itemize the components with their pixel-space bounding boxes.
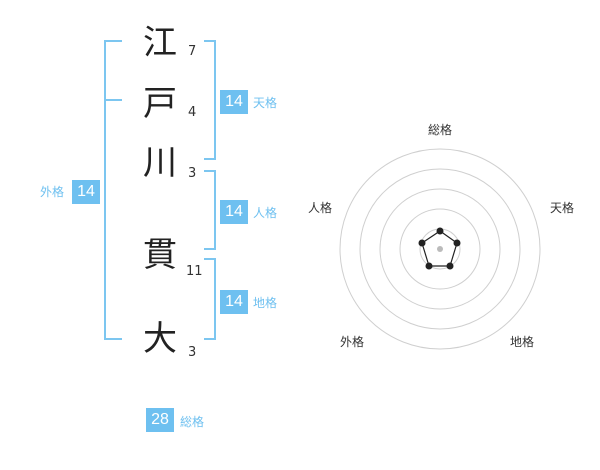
soukaku-value-box: 28 — [146, 408, 174, 432]
radar-ring-2 — [379, 188, 501, 310]
stroke-count-4: 11 — [186, 264, 203, 279]
soukaku-label: 総格 — [180, 415, 205, 429]
chikaku-value-box: 14 — [220, 290, 248, 314]
stroke-count-1: 7 — [188, 44, 197, 59]
radar-label-jinkaku: 人格 — [308, 201, 333, 215]
radar-center-dot — [437, 246, 443, 252]
radar-label-gaikaku: 外格 — [340, 335, 365, 349]
radar-label-chikaku: 地格 — [510, 335, 535, 349]
tenkaku-label: 天格 — [253, 96, 278, 110]
stroke-count-5: 3 — [188, 345, 197, 360]
name-char-5: 大 — [143, 319, 177, 359]
radar-point-soukaku — [436, 227, 444, 235]
radar-point-gaikaku — [425, 262, 433, 270]
radar-ring-4 — [339, 148, 541, 350]
chikaku-bracket — [204, 258, 216, 340]
gaikaku-bracket — [104, 40, 122, 340]
radar-ring-1 — [399, 208, 481, 290]
tenkaku-bracket — [204, 40, 216, 160]
jinkaku-label: 人格 — [253, 206, 278, 220]
name-char-4: 貫 — [143, 235, 177, 275]
radar-ring-3 — [359, 168, 521, 330]
radar-label-tenkaku: 天格 — [550, 201, 575, 215]
chikaku-label: 地格 — [253, 296, 278, 310]
radar-chart — [339, 148, 541, 350]
name-char-3: 川 — [143, 143, 177, 183]
stroke-count-2: 4 — [188, 105, 197, 120]
gaikaku-bracket-tick — [104, 99, 122, 101]
tenkaku-value-box: 14 — [220, 90, 248, 114]
radar-point-tenkaku — [453, 239, 461, 247]
jinkaku-bracket — [204, 170, 216, 250]
name-char-2: 戸 — [143, 84, 177, 124]
name-char-1: 江 — [143, 23, 177, 63]
stroke-count-3: 3 — [188, 166, 197, 181]
radar-point-jinkaku — [418, 239, 426, 247]
gaikaku-label: 外格 — [40, 185, 65, 199]
radar-label-soukaku: 総格 — [428, 123, 453, 137]
jinkaku-value-box: 14 — [220, 200, 248, 224]
radar-point-chikaku — [446, 262, 454, 270]
gaikaku-value-box: 14 — [72, 180, 100, 204]
